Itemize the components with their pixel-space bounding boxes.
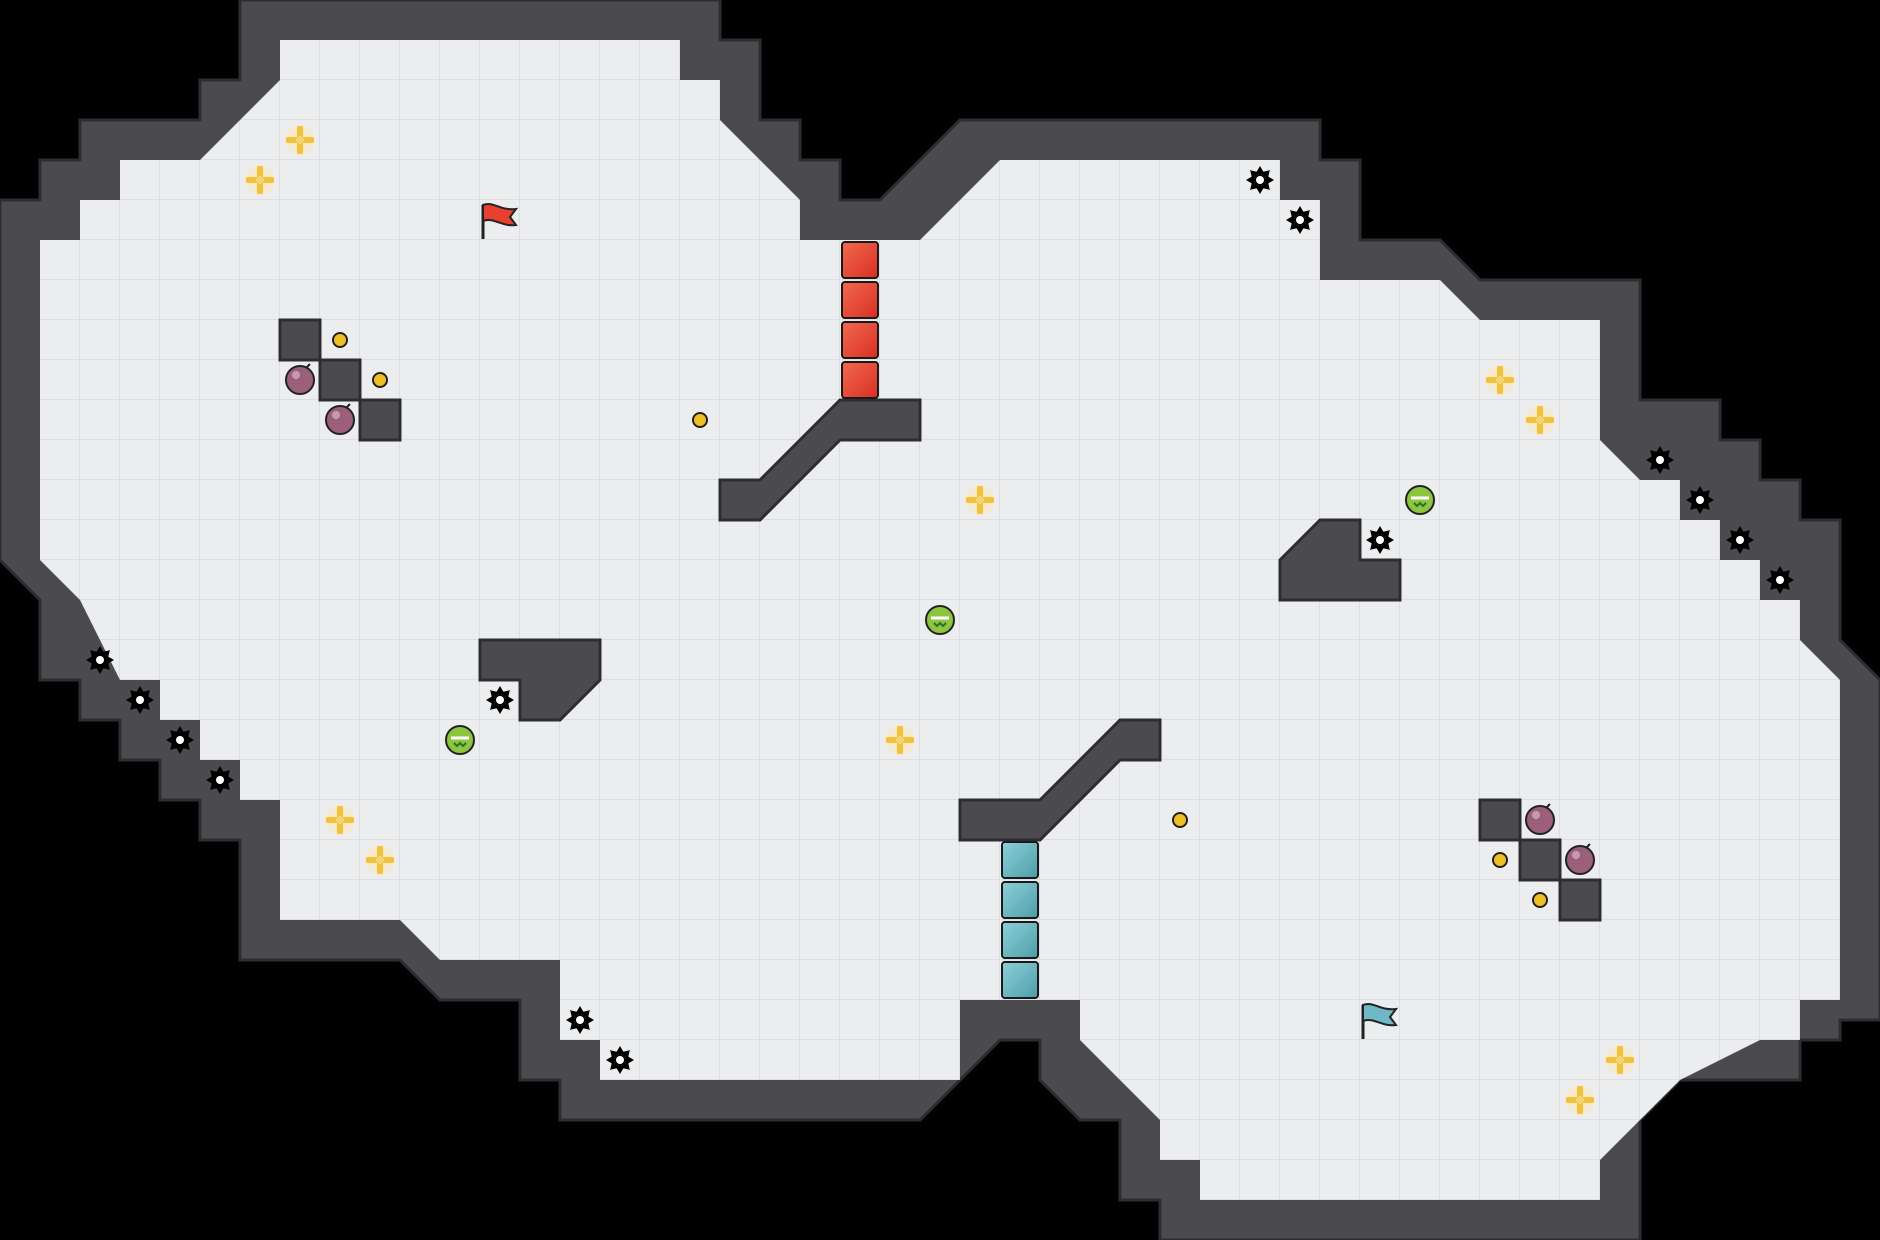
spikes [86,166,1794,1074]
spike-icon [1366,526,1394,554]
boost-icon[interactable] [325,805,355,835]
spike-icon [1646,446,1674,474]
coin-icon[interactable] [372,372,388,388]
red-gate-tile [841,281,879,319]
boost-pads [245,125,1635,1115]
boost-icon[interactable] [365,845,395,875]
blue-gate-tile [1001,841,1039,879]
red-flag-icon[interactable] [481,203,519,239]
red-gate-tile [841,361,879,399]
coin-icon[interactable] [1532,892,1548,908]
spike-icon [1766,566,1794,594]
bomb-icon[interactable] [325,403,355,435]
spike-icon [86,646,114,674]
powerup-icon[interactable] [1405,485,1435,515]
coin-icon[interactable] [692,412,708,428]
powerup-icon[interactable] [445,725,475,755]
boost-icon[interactable] [885,725,915,755]
coin-icon[interactable] [1492,852,1508,868]
spike-icon [1246,166,1274,194]
bombs [285,363,1595,875]
boost-icon[interactable] [965,485,995,515]
boost-icon[interactable] [285,125,315,155]
blue-gate [1001,841,1039,999]
red-gate-tile [841,321,879,359]
wall-ramp [718,398,922,522]
boost-icon[interactable] [1525,405,1555,435]
wall-block [1518,838,1562,882]
wall-ramp [478,638,602,722]
wall-block [1558,878,1602,922]
boost-icon[interactable] [245,165,275,195]
spike-icon [1726,526,1754,554]
blue-flag-icon[interactable] [1361,1003,1399,1039]
boost-icon[interactable] [1485,365,1515,395]
wall-ramp [958,718,1162,842]
bomb-icon[interactable] [1525,803,1555,835]
spike-icon [126,686,154,714]
wall-block [1478,798,1522,842]
wall-ramp [1278,518,1402,602]
wall-block [278,318,322,362]
spike-icon [1686,486,1714,514]
powerup-icon[interactable] [925,605,955,635]
coin-icon[interactable] [332,332,348,348]
coin-icon[interactable] [1172,812,1188,828]
powerups [445,485,1435,755]
bomb-icon[interactable] [1565,843,1595,875]
boost-icon[interactable] [1565,1085,1595,1115]
red-gate-tile [841,241,879,279]
spike-icon [566,1006,594,1034]
spike-icon [206,766,234,794]
interior-walls [278,318,1602,922]
wall-block [358,398,402,442]
blue-gate-tile [1001,961,1039,999]
spike-icon [1286,206,1314,234]
spike-icon [166,726,194,754]
coins [332,332,1548,908]
red-gate [841,241,879,399]
spike-icon [606,1046,634,1074]
blue-gate-tile [1001,881,1039,919]
boost-icon[interactable] [1605,1045,1635,1075]
wall-block [318,358,362,402]
blue-gate-tile [1001,921,1039,959]
bomb-icon[interactable] [285,363,315,395]
spike-icon [486,686,514,714]
